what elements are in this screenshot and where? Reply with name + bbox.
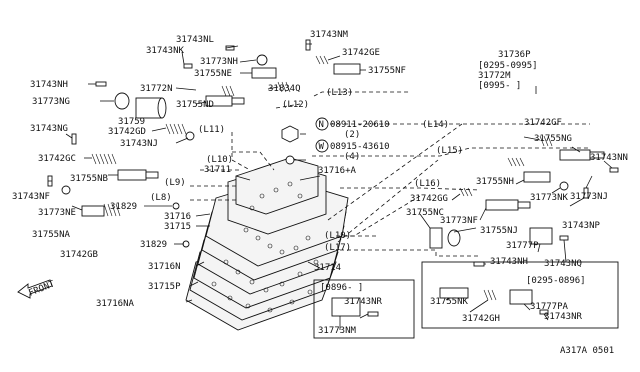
- label-31759: 31759: [118, 117, 145, 127]
- label-31755NA: 31755NA: [32, 230, 71, 240]
- label-31743NK: 31743NK: [146, 46, 185, 56]
- label-31716NA: 31716NA: [96, 299, 135, 309]
- nut-part-number: 08911-20610: [330, 120, 390, 130]
- label-31743NM: 31743NM: [310, 30, 349, 40]
- label-31743NG: 31743NG: [30, 124, 68, 134]
- label-31743NR-right: 31743NR: [544, 312, 583, 322]
- bolt-ref-L16: (L16): [414, 179, 441, 189]
- label-31772M: 31772M: [478, 71, 511, 81]
- nut-quantity: (2): [344, 130, 360, 140]
- label-31755NG: 31755NG: [534, 134, 572, 144]
- label-31773NJ: 31773NJ: [570, 192, 608, 202]
- dashed-guide-lines: [190, 91, 590, 257]
- washer-part-number: 08915-43610: [330, 142, 390, 152]
- label-31773NF: 31773NF: [440, 216, 478, 226]
- valve-body-assembly: [185, 157, 349, 331]
- label-31714: 31714: [314, 263, 341, 273]
- bolt-ref-L14: (L14): [422, 120, 449, 130]
- bolt-ref-L17: (L17): [324, 243, 351, 253]
- label-31773NM: 31773NM: [318, 326, 357, 336]
- label-31742GC: 31742GC: [38, 154, 76, 164]
- label-31829-lower: 31829: [140, 240, 167, 250]
- part-labels: 31743NL 31743NK 31773NH 31743NM 31742GE …: [12, 30, 628, 356]
- diagram-code: A317A 0501: [560, 346, 614, 356]
- label-31755NK: 31755NK: [430, 297, 469, 307]
- label-31773NH: 31773NH: [200, 57, 238, 67]
- label-31755NC: 31755NC: [406, 208, 444, 218]
- label-31743NR: 31743NR: [344, 297, 383, 307]
- leader-lines: [48, 43, 613, 330]
- label-31777PA: 31777PA: [530, 302, 569, 312]
- label-31773NK: 31773NK: [530, 193, 569, 203]
- label-31742GH: 31742GH: [462, 314, 500, 324]
- inset-box-0896: [313, 279, 415, 339]
- date-0295-0896: [0295-0896]: [526, 276, 586, 286]
- label-31755NB: 31755NB: [70, 174, 108, 184]
- label-31772N: 31772N: [140, 84, 173, 94]
- label-31736P: 31736P: [498, 50, 531, 60]
- date-0995: [0995- ]: [478, 81, 521, 91]
- label-31716: 31716: [164, 212, 191, 222]
- front-label: FRONT: [27, 279, 56, 299]
- label-31742GG: 31742GG: [410, 194, 448, 204]
- label-31716N: 31716N: [148, 262, 181, 272]
- washer-quantity: (4): [344, 152, 360, 162]
- bolt-ref-L9: (L9): [164, 178, 186, 188]
- svg-text:N: N: [319, 120, 324, 130]
- nut-symbol-icon: N: [315, 117, 329, 131]
- label-31715: 31715: [164, 222, 191, 232]
- inset-box-0295-0896: [421, 261, 619, 329]
- bolt-ref-L13: (L13): [326, 88, 353, 98]
- label-31716A: 31716+A: [318, 166, 357, 176]
- svg-text:W: W: [319, 142, 325, 152]
- label-31755ND: 31755ND: [176, 100, 214, 110]
- label-31773NE: 31773NE: [38, 208, 76, 218]
- top-valve-parts: [183, 39, 361, 165]
- label-31755NJ: 31755NJ: [480, 226, 518, 236]
- bolt-ref-L10-lower: (L10): [324, 231, 351, 241]
- label-31755NH: 31755NH: [476, 177, 514, 187]
- label-31715P: 31715P: [148, 282, 181, 292]
- bolt-ref-L8: (L8): [150, 193, 172, 203]
- date-0295-0995: [0295-0995]: [478, 61, 538, 71]
- label-31743NJ: 31743NJ: [120, 139, 158, 149]
- bolt-ref-L11: (L11): [198, 125, 225, 135]
- bolt-ref-L15: (L15): [436, 146, 463, 156]
- label-31777P: 31777P: [506, 241, 539, 251]
- label-31743NH-right: 31743NH: [490, 257, 528, 267]
- label-31743NQ: 31743NQ: [544, 259, 582, 269]
- label-31743NL: 31743NL: [176, 35, 214, 45]
- label-31711: 31711: [204, 165, 231, 175]
- label-31743NP: 31743NP: [562, 221, 601, 231]
- bolt-ref-L10-upper: (L10): [206, 155, 233, 165]
- washer-symbol-icon: W: [315, 139, 329, 153]
- label-31742GD: 31742GD: [108, 127, 146, 137]
- label-31743NN: 31743NN: [590, 153, 628, 163]
- label-31755NE: 31755NE: [194, 69, 232, 79]
- label-31834Q: 31834Q: [268, 84, 301, 94]
- label-31742GF: 31742GF: [524, 118, 562, 128]
- label-31742GE: 31742GE: [342, 48, 380, 58]
- label-31743NH: 31743NH: [30, 80, 68, 90]
- front-arrow-icon: [17, 279, 53, 299]
- label-31755NF: 31755NF: [368, 66, 406, 76]
- bolt-ref-L12: (L12): [282, 100, 309, 110]
- label-31773NG: 31773NG: [32, 97, 70, 107]
- label-31829-upper: 31829: [110, 202, 137, 212]
- label-31743NF: 31743NF: [12, 192, 50, 202]
- date-0896: [0896- ]: [320, 283, 363, 293]
- label-31742GB: 31742GB: [60, 250, 98, 260]
- right-valve-parts: [429, 135, 619, 267]
